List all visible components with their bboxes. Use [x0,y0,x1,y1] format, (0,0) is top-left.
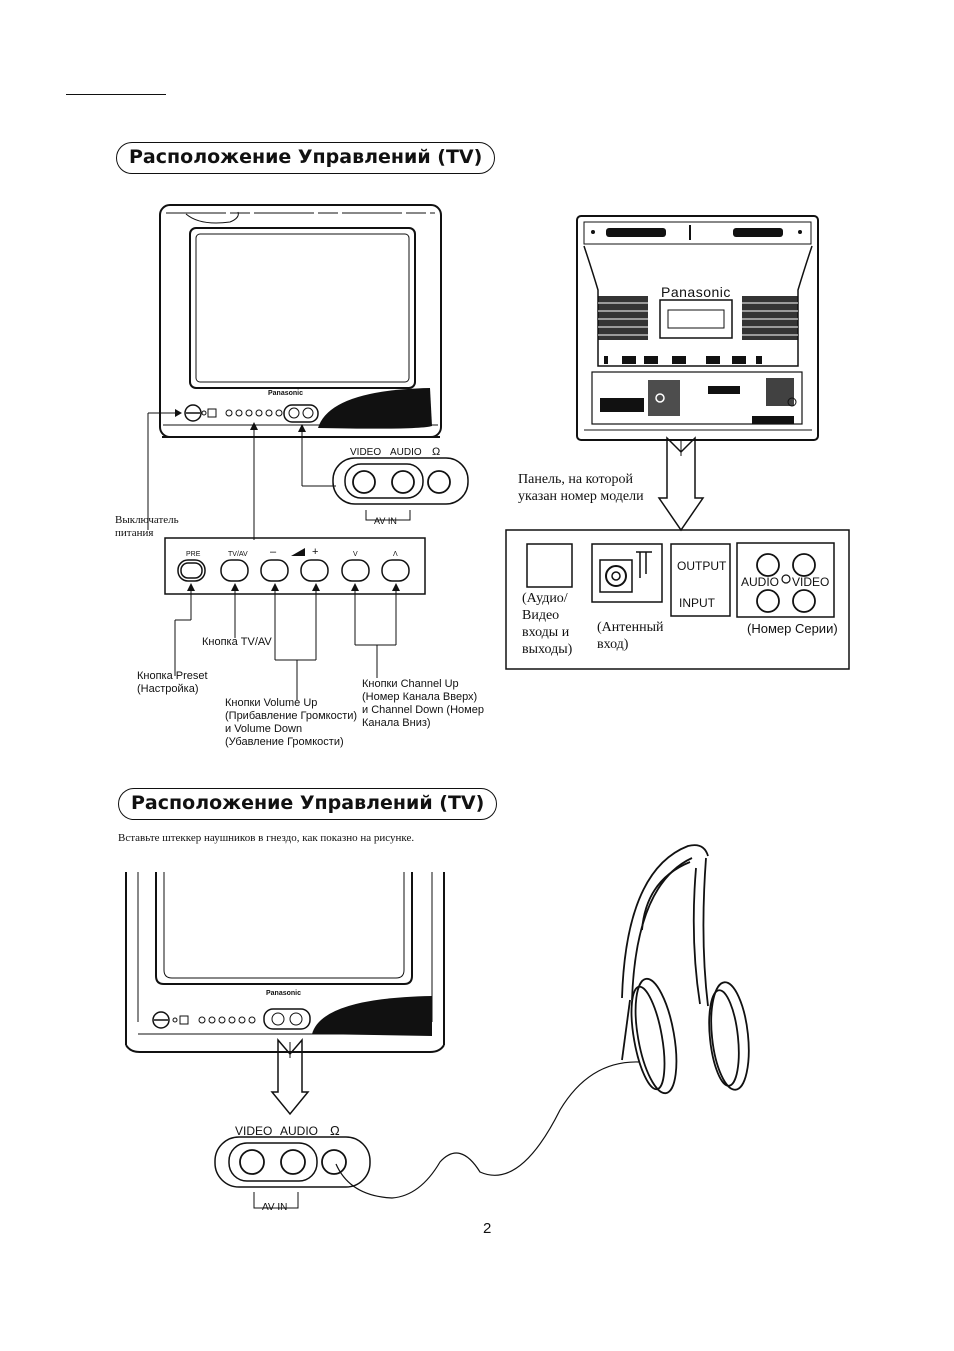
audio-video-jacks [736,542,835,618]
model-panel-label: Панель, на которой указан номер модели [518,472,644,504]
front-buttons-row [225,409,283,417]
btn-label-plus: + [312,546,319,558]
audio-label: AUDIO [741,575,780,589]
section-title-controls: Расположение Управлений (TV) [116,142,496,174]
down-arrow-icon [657,436,705,532]
btn-label-up: Λ [393,551,398,558]
btn-label-pre: PRE [186,551,201,558]
callout-preset: Кнопка Preset (Настройка) [137,670,208,695]
callout-tvav: Кнопка TV/AV [202,636,272,648]
av2-label-audio: AUDIO [280,1124,319,1138]
av2-label-headphone: Ω [330,1123,340,1138]
top-rule [66,94,166,95]
power-switch-label: Выключатель питания [115,514,179,539]
video-label: VIDEO [792,575,830,589]
section-title-headphones: Расположение Управлений (TV) [118,788,498,820]
rear-tv-body [576,215,819,441]
callout-volume: Кнопки Volume Up (Прибавление Громкости)… [225,697,358,748]
headphones-icon [621,844,750,1095]
down-arrow-icon-2 [270,1037,310,1116]
output-label: OUTPUT [677,559,727,573]
headphone-instruction: Вставьте штеккер наушников в гнездо, как… [118,832,415,844]
power-switch-icon [184,404,202,422]
callout-channel: Кнопки Channel Up (Номер Канала Вверх) и… [362,678,484,729]
btn-label-tvav: TV/AV [228,551,248,558]
antenna-jack [591,543,663,603]
av-jack-enlarged [332,457,469,505]
front-av-jacks [283,404,319,423]
front-tv-swoosh [318,388,432,429]
front-tv-brand: Panasonic [268,390,304,397]
rear-connector-panel [505,529,850,670]
av-label-audio: AUDIO [390,447,422,458]
av-in-label: AV IN [374,516,397,526]
headphone-tv-brand: Panasonic [266,990,302,997]
av-io-label: (Аудио/ Видео входы и выходы) [522,591,573,657]
av-label-video: VIDEO [350,447,382,458]
av-jack-enlarged-2 [214,1136,371,1188]
input-label: INPUT [679,596,715,610]
btn-label-down: V [353,551,358,558]
page-number: 2 [483,1220,492,1237]
model-number-panel [659,299,733,339]
btn-label-minus: – [270,546,277,558]
av2-label-video: VIDEO [235,1124,273,1138]
rear-tv-brand: Panasonic [661,284,731,300]
av2-in-label: AV IN [262,1202,288,1213]
antenna-label: (Антенный вход) [597,620,664,652]
output-input-jacks [670,543,731,617]
control-panel-enlarged [164,537,426,595]
front-tv-screen [189,227,416,389]
serial-label: (Номер Серии) [747,621,838,636]
headphone-cable [335,1061,641,1199]
av-label-headphone: Ω [432,446,441,458]
